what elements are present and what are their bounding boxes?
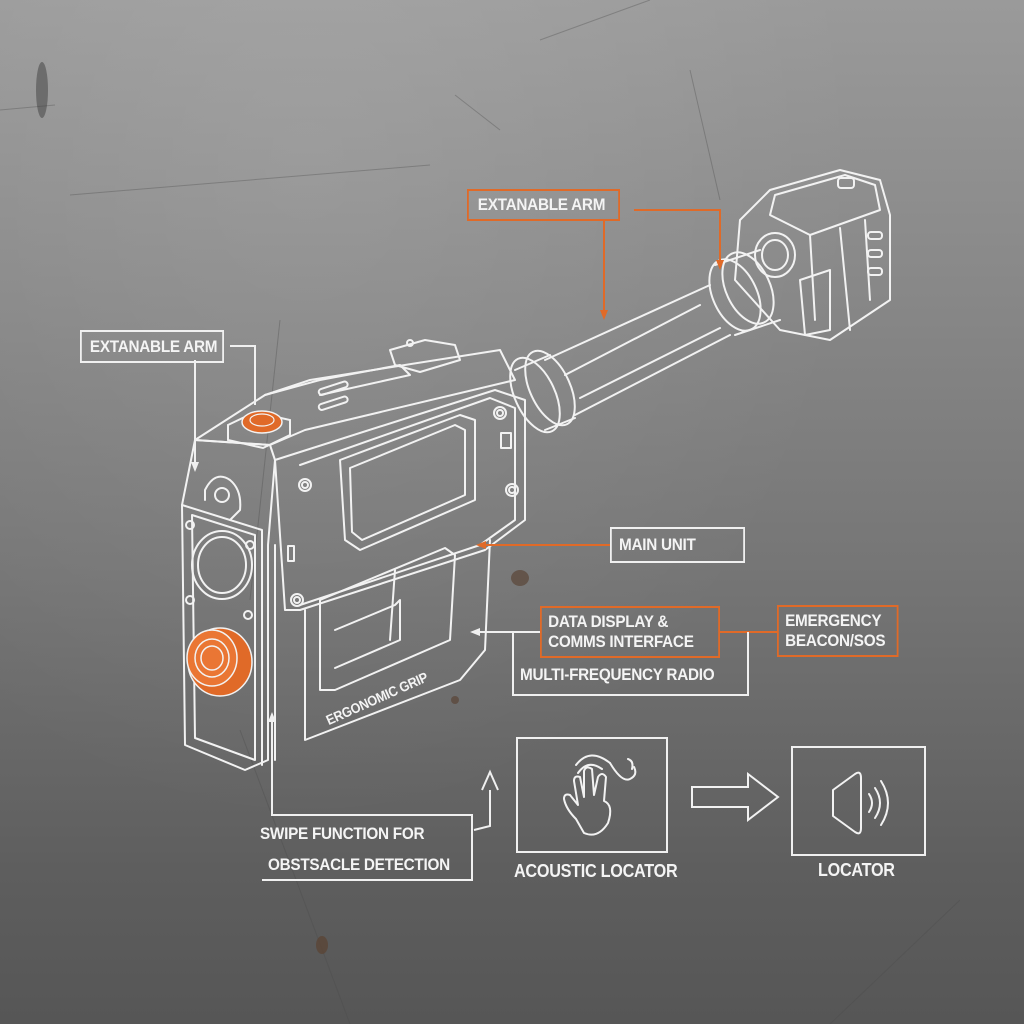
- arm-coupling-head: [708, 249, 781, 336]
- locator-panel: [791, 746, 926, 856]
- callout-text-line2: BEACON/SOS: [785, 631, 886, 650]
- caption-locator: LOCATOR: [818, 860, 895, 880]
- callout-text: MAIN UNIT: [619, 535, 696, 554]
- callout-extendable-arm-top: EXTANABLE ARM: [467, 189, 620, 221]
- callout-swipe-line2: OBSTSACLE DETECTION: [268, 855, 450, 874]
- callout-swipe-line1: SWIPE FUNCTION FOR: [260, 824, 425, 843]
- callout-text-line1: EMERGENCY: [785, 611, 882, 630]
- leader-extendable-arm-left: [194, 345, 256, 465]
- arrow-right-icon: [691, 772, 780, 822]
- main-body: [181, 339, 526, 771]
- leader-extendable-arm-top: [603, 209, 721, 312]
- orange-side-button: [186, 627, 253, 697]
- sensor-head: [734, 169, 891, 341]
- callout-radio: MULTI-FREQUENCY RADIO: [520, 665, 715, 684]
- front-lens: [191, 530, 253, 600]
- callout-main-unit: MAIN UNIT: [610, 527, 745, 563]
- hand-swipe-icon: [563, 754, 637, 836]
- callout-data-display: DATA DISPLAY & COMMS INTERFACE: [540, 606, 720, 658]
- caption-acoustic-locator: ACOUSTIC LOCATOR: [514, 861, 678, 881]
- callout-emergency-beacon: EMERGENCY BEACON/SOS: [777, 605, 899, 657]
- callout-extendable-arm-left: EXTANABLE ARM: [80, 330, 224, 363]
- display-screen: [339, 414, 476, 551]
- acoustic-locator-panel: [516, 737, 668, 853]
- orange-top-button: [227, 410, 291, 450]
- ergonomic-grip: [304, 539, 491, 741]
- callout-text: EXTANABLE ARM: [89, 336, 218, 356]
- arrowhead-icon: [716, 260, 724, 270]
- speaker-icon: [832, 771, 889, 835]
- callout-text: EXTANABLE ARM: [477, 195, 606, 214]
- callout-text-line1: DATA DISPLAY &: [548, 612, 669, 631]
- extendable-arm-tube: [544, 284, 731, 416]
- arrowhead-icon: [600, 310, 608, 320]
- callout-text-line2: COMMS INTERFACE: [548, 632, 694, 651]
- arm-coupling-body: [509, 349, 576, 434]
